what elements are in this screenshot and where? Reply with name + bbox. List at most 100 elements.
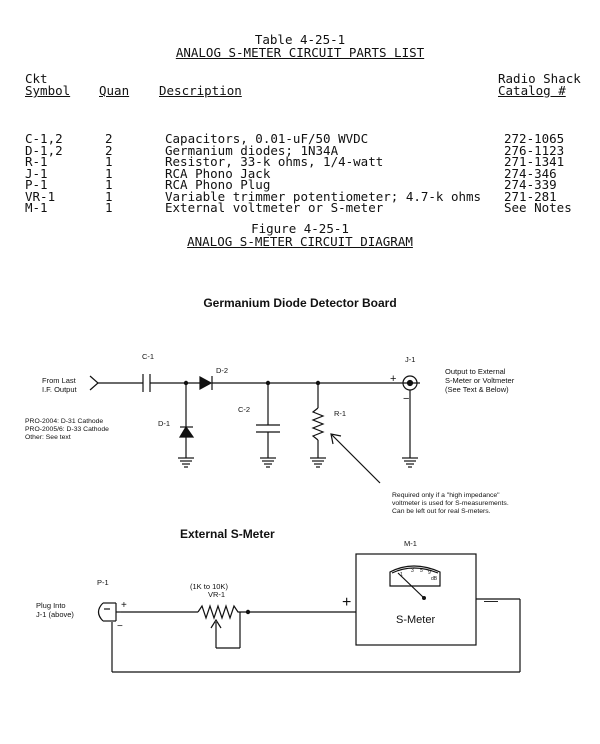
pointer-arrow-icon [330,433,381,484]
cell-quan: 2 [105,142,113,158]
table-row: VR-1 1 Variable trimmer potentiometer; 4… [25,188,572,204]
figure-title: ANALOG S-METER CIRCUIT DIAGRAM [0,235,600,248]
table-row: R-1 1 Resistor, 33-k ohms, 1/4-watt 271-… [25,156,572,168]
cell-catalog: See Notes [504,200,572,215]
cell-quan: 2 [105,131,113,146]
potentiometer-vr1-icon [197,604,248,649]
label-plug-1: Plug Into [36,601,66,610]
label-r1: R-1 [334,409,346,418]
capacitor-c1-icon [142,374,151,392]
table-row: P-1 1 RCA Phono Plug 274-339 [25,179,572,191]
cell-catalog: 272-1065 [504,131,565,146]
cell-symbol: VR-1 [25,188,56,204]
cell-catalog: 271-1341 [504,154,565,169]
meter-scale-5: 5 [420,568,423,574]
cell-quan: 1 [105,154,113,169]
label-input-2: I.F. Output [42,385,78,394]
label-range: (1K to 10K) [190,582,228,591]
table-row: C-1,2 2 Capacitors, 0.01-uF/50 WVDC 272-… [25,133,572,145]
cell-catalog: 271-281 [504,188,557,204]
jack-j1-icon [402,375,418,458]
cell-description: Capacitors, 0.01-uF/50 WVDC [165,131,369,146]
header-symbol: Symbol [25,83,71,98]
label-note-2: voltmeter is used for S-measurements. [392,500,509,507]
cell-symbol: J-1 [25,165,48,181]
label-d2: D-2 [216,366,228,375]
label-c1: C-1 [142,352,154,361]
cell-catalog: 274-346 [504,165,557,181]
table-row: M-1 1 External voltmeter or S-meter See … [25,202,572,214]
label-pro-1: PRO-2004: D-31 Cathode [25,418,103,425]
label-note-3: Can be left out for real S-meters. [392,508,491,515]
label-j1: J-1 [405,355,415,364]
cell-description: Variable trimmer potentiometer; 4.7-k oh… [165,188,482,204]
cell-symbol: M-1 [25,200,48,215]
header-ckt: Ckt [25,71,48,86]
cell-description: Resistor, 33-k ohms, 1/4-watt [165,154,384,169]
cell-description: Germanium diodes; 1N34A [165,142,339,158]
figure-number: Figure 4-25-1 [251,221,349,236]
header-catalog: Catalog # [498,83,566,98]
label-jack-minus: − [403,393,409,405]
label-pro-3: Other: See text [25,434,71,441]
table-row: D-1,2 2 Germanium diodes; 1N34A 276-1123 [25,142,572,158]
meter-scale-3: 3 [411,568,414,574]
cell-quan: 1 [105,177,113,192]
label-jack-plus: + [390,373,396,385]
label-d1: D-1 [158,419,170,428]
resistor-r1-icon [311,383,325,458]
junction-dot [315,380,321,386]
label-meter-minus: — [484,592,498,608]
diode-d2-icon [199,375,213,391]
label-c2: C-2 [238,405,250,414]
detector-title: Germanium Diode Detector Board [203,296,397,310]
label-plug-plus: + [121,600,127,611]
header-radio-shack: Radio Shack [498,71,581,86]
label-output-1: Output to External [445,367,506,376]
junction-dot [265,380,271,386]
label-p1: P-1 [97,578,109,587]
label-output-3: (See Text & Below) [445,385,509,394]
label-note-1: Required only if a "high impedance" [392,492,500,499]
ground-icon [178,457,194,468]
parts-table: C-1,2 2 Capacitors, 0.01-uF/50 WVDC 272-… [25,107,572,227]
meter-scale-9: 9 [428,570,431,576]
label-input-1: From Last [42,376,77,385]
cell-description: RCA Phono Plug [165,177,271,192]
label-plug-minus: − [117,621,123,632]
table-number: Table 4-25-1 [254,32,346,47]
cell-description: External voltmeter or S-meter [165,200,384,215]
label-output-2: S-Meter or Voltmeter [445,376,515,385]
ground-icon [260,457,276,468]
cell-symbol: D-1,2 [25,142,63,158]
table-title-text: ANALOG S-METER CIRCUIT PARTS LIST [175,45,425,60]
cell-symbol: P-1 [25,177,48,192]
meter-needle-icon [397,572,425,599]
cell-catalog: 276-1123 [504,142,565,158]
junction-dot [245,609,251,615]
cell-quan: 1 [105,165,113,181]
junction-dot [183,380,189,386]
s-meter-box [355,553,477,646]
cell-quan: 1 [105,200,113,215]
meter-scale-db: dB [431,576,438,582]
label-vr1: VR-1 [208,590,225,599]
capacitor-c2-icon [256,383,280,458]
diode-d1-icon [178,383,195,458]
label-m1: M-1 [404,539,417,548]
cell-catalog: 274-339 [504,177,557,192]
cell-description: RCA Phono Jack [165,165,271,181]
ground-icon [402,457,418,468]
table-title: ANALOG S-METER CIRCUIT PARTS LIST [0,46,600,59]
cell-quan: 1 [105,188,113,204]
cell-symbol: R-1 [25,154,48,169]
header-description: Description [159,83,242,98]
meter-scale-1: 1 [400,572,403,578]
meter-pivot-icon [422,596,426,600]
ground-icon [310,457,326,468]
header-quan: Quan [99,83,130,98]
table-row: J-1 1 RCA Phono Jack 274-346 [25,165,572,181]
label-meter-name: S-Meter [396,614,435,626]
label-plug-2: J-1 (above) [36,610,74,619]
